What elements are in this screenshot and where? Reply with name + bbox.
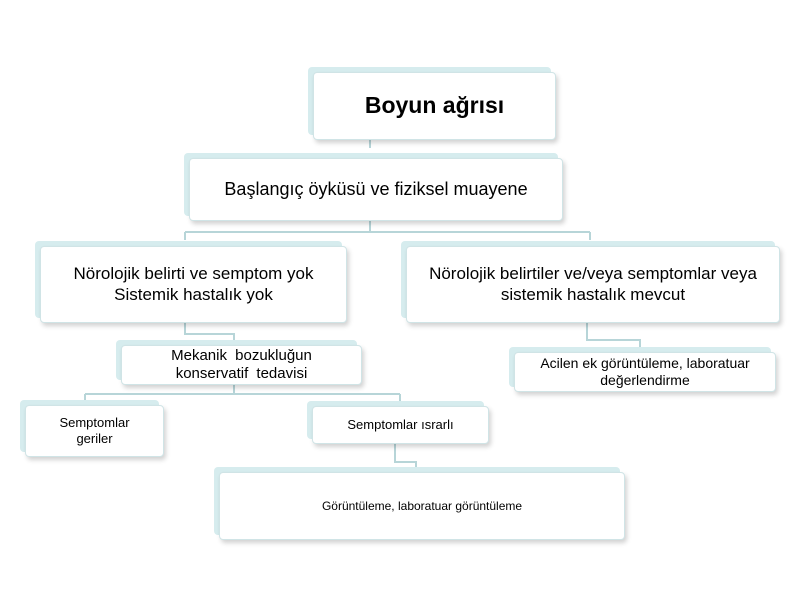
urgent-imaging-node: Acilen ek görüntüleme, laboratuar değerl… — [509, 347, 776, 392]
urgent-imaging-label: Acilen ek görüntüleme, laboratuar değerl… — [540, 355, 750, 388]
root-label: Boyun ağrısı — [364, 92, 505, 119]
symptoms-persist-label: Semptomlar ısrarlı — [347, 417, 454, 433]
connector-findings-to-urgent — [586, 322, 641, 348]
no-findings-node: Nörolojik belirti ve semptom yok Sistemi… — [35, 241, 347, 323]
conservative-treatment-node: Mekanik bozukluğun konservatif tedavisi — [116, 340, 362, 385]
root-node: Boyun ağrısı — [308, 67, 556, 140]
no-findings-line2: Sistemik hastalık yok — [114, 284, 273, 304]
findings-present-label: Nörolojik belirtiler ve/veya semptomlar … — [429, 264, 757, 304]
symptoms-resolve-node: Semptomlar geriler — [20, 400, 164, 457]
symptoms-persist-node: Semptomlar ısrarlı — [307, 401, 489, 444]
symptoms-resolve-label: Semptomlar geriler — [59, 415, 130, 446]
findings-present-node: Nörolojik belirtiler ve/veya semptomlar … — [401, 241, 780, 323]
no-findings-label: Nörolojik belirti ve semptom yok Sistemi… — [68, 264, 320, 305]
connector-persist-to-imaging — [394, 444, 417, 470]
conservative-treatment-label: Mekanik bozukluğun konservatif tedavisi — [171, 347, 312, 382]
no-findings-line1: Nörolojik belirti ve semptom yok — [73, 264, 314, 284]
initial-evaluation-node: Başlangıç öyküsü ve fiziksel muayene — [184, 153, 563, 221]
connector-conservative-to-outcomes — [84, 384, 401, 402]
imaging-lab-node: Görüntüleme, laboratuar görüntüleme — [214, 467, 625, 540]
connector-nofindings-to-conservative — [184, 322, 235, 342]
initial-evaluation-label: Başlangıç öyküsü ve fiziksel muayene — [224, 178, 528, 199]
imaging-lab-label: Görüntüleme, laboratuar görüntüleme — [321, 498, 523, 513]
connector-initial-to-branches — [184, 220, 591, 240]
